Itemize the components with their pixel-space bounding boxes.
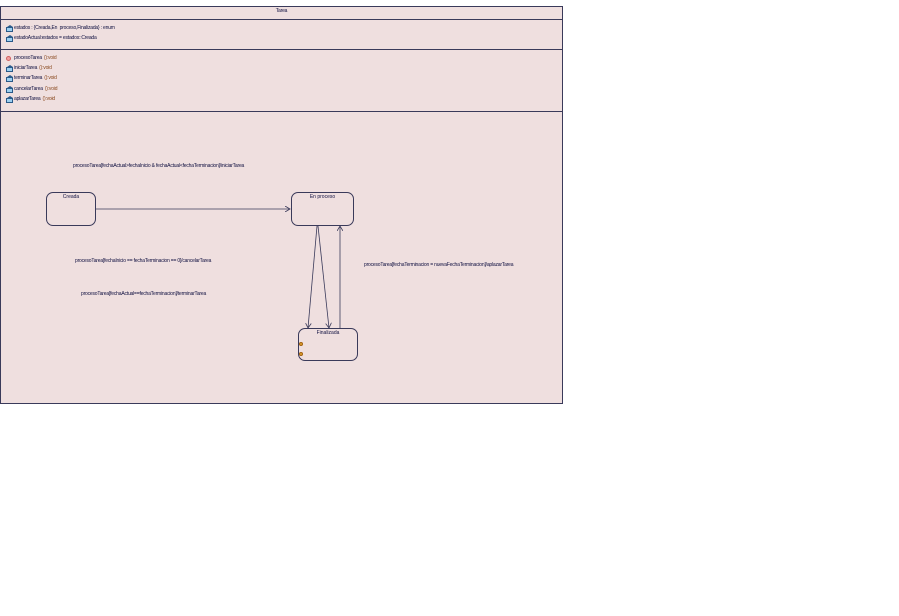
attributes-separator bbox=[1, 49, 562, 50]
transition-terminar-label: procesoTarea[fechaActual==fechaTerminaci… bbox=[81, 291, 207, 297]
transition-iniciar-label: procesoTarea[fechaActual>fechaInicio & f… bbox=[73, 163, 245, 169]
attribute-label: estadoActual:estados = estados::Creada bbox=[14, 35, 97, 41]
operation-return: ():void bbox=[44, 86, 58, 92]
public-icon bbox=[6, 86, 13, 93]
operation-row[interactable]: iniciarTarea ():void bbox=[6, 64, 52, 72]
public-icon bbox=[6, 25, 13, 32]
operation-name: terminarTarea bbox=[14, 75, 43, 81]
operation-name: iniciarTarea bbox=[14, 65, 38, 71]
operation-row[interactable]: aplazarTarea ():void bbox=[6, 95, 55, 103]
private-icon bbox=[6, 55, 12, 61]
class-title: Tarea bbox=[275, 8, 288, 14]
state-creada-label: Creada bbox=[62, 194, 80, 200]
operation-row[interactable]: procesoTarea ():void bbox=[6, 54, 57, 62]
transition-cancelar-label: procesoTarea[fechaInicio == fechaTermina… bbox=[75, 258, 212, 264]
state-finalizada-label: Finalizada bbox=[316, 330, 340, 336]
entry-point-icon bbox=[299, 352, 303, 356]
state-finalizada[interactable]: Finalizada bbox=[298, 328, 358, 361]
public-icon bbox=[6, 75, 13, 82]
public-icon bbox=[6, 65, 13, 72]
operation-return: ():void bbox=[44, 75, 57, 81]
state-creada[interactable]: Creada bbox=[46, 192, 96, 226]
transition-aplazar-label: procesoTarea[fechaTerminacion = nuevaFec… bbox=[364, 262, 514, 268]
transition-cancelar-arrow[interactable] bbox=[308, 225, 318, 328]
state-en-proceso-label: En proceso bbox=[309, 194, 336, 200]
title-separator bbox=[1, 19, 562, 20]
operation-return: ():void bbox=[39, 65, 52, 71]
operation-name: cancelarTarea bbox=[14, 86, 43, 92]
attribute-row[interactable]: estados : {Creada,En proceso,Finalizada}… bbox=[6, 24, 115, 32]
operation-name: aplazarTarea bbox=[14, 96, 41, 102]
operation-return: ():void bbox=[43, 55, 57, 61]
operation-row[interactable]: cancelarTarea ():void bbox=[6, 85, 58, 93]
operation-row[interactable]: terminarTarea ():void bbox=[6, 74, 57, 82]
entry-point-icon bbox=[299, 342, 303, 346]
attribute-label: estados : {Creada,En proceso,Finalizada}… bbox=[14, 25, 115, 31]
transition-terminar-arrow[interactable] bbox=[317, 225, 329, 328]
operation-return: ():void bbox=[42, 96, 56, 102]
operation-name: procesoTarea bbox=[14, 55, 42, 61]
public-icon bbox=[6, 35, 13, 42]
public-icon bbox=[6, 96, 13, 103]
operations-separator bbox=[1, 111, 562, 112]
state-en-proceso[interactable]: En proceso bbox=[291, 192, 354, 226]
attribute-row[interactable]: estadoActual:estados = estados::Creada bbox=[6, 34, 97, 42]
